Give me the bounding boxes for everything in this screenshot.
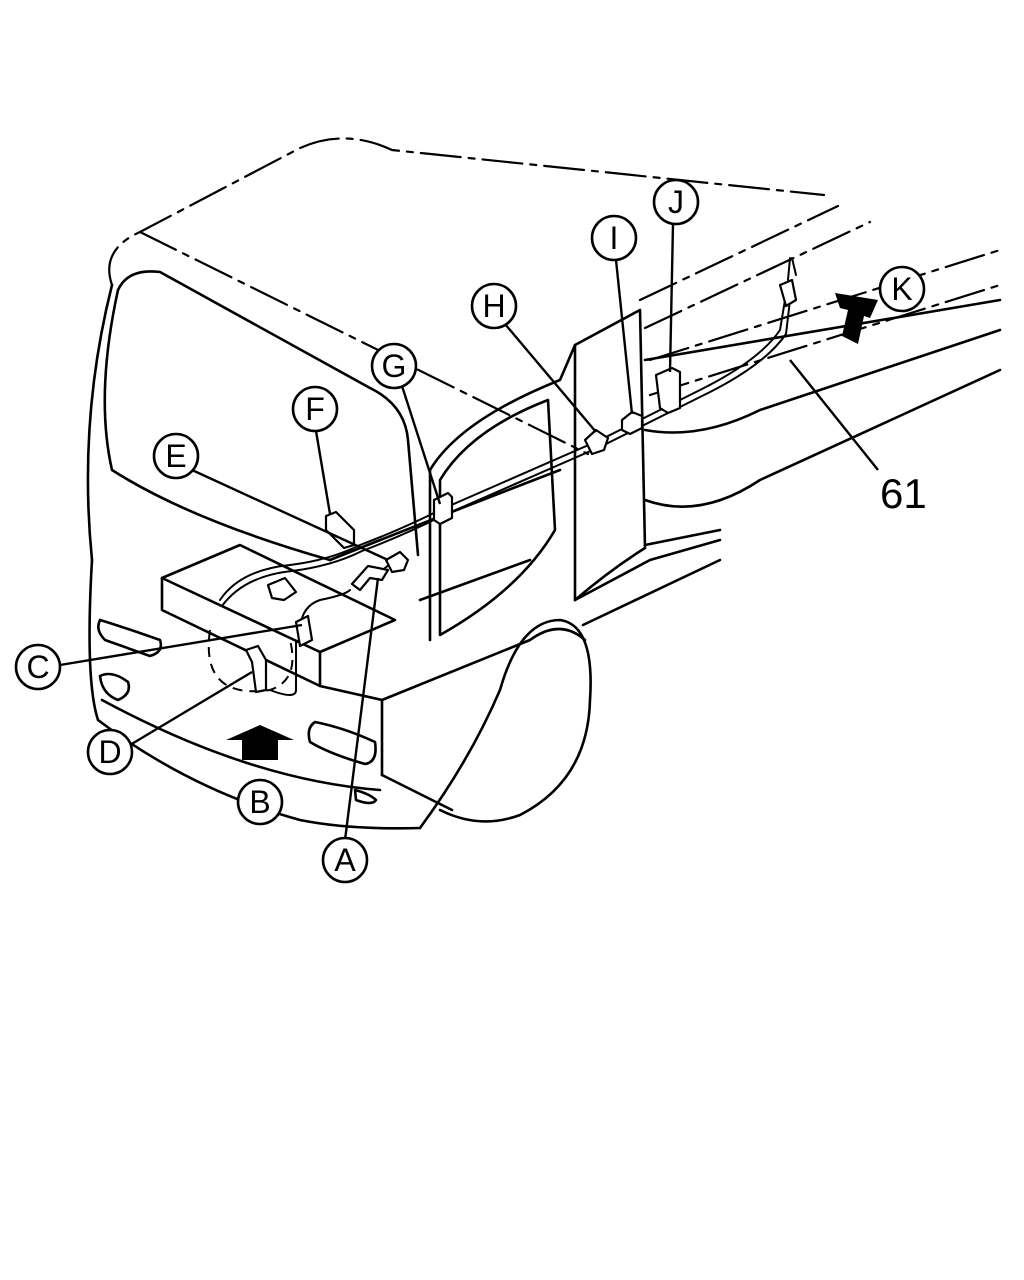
clip-e (266, 576, 298, 602)
clip-i (620, 410, 644, 436)
callout-label-i: I (610, 220, 619, 256)
callout-label-j: J (668, 184, 684, 220)
harness-routing (219, 299, 791, 696)
clip-h (583, 428, 610, 456)
callout-label-c: C (26, 649, 49, 685)
harness-clips (244, 257, 798, 694)
clip-d (244, 644, 268, 694)
callout-i: I (590, 214, 638, 262)
view-arrow-k (835, 293, 878, 344)
connector-a (350, 564, 390, 592)
leader-lines (59, 223, 879, 841)
cable-end-61 (778, 278, 798, 308)
callout-label-k: K (891, 271, 912, 307)
callout-h: H (470, 282, 518, 330)
callout-j: J (652, 178, 700, 226)
view-arrows (226, 293, 878, 760)
callout-label-f: F (305, 391, 325, 427)
chassis-frame (573, 204, 1002, 627)
callout-label-a: A (334, 842, 356, 878)
callout-a: A (321, 836, 369, 884)
cab-outline (86, 137, 826, 830)
clip-j (654, 366, 682, 415)
callout-b: B (236, 778, 284, 826)
part-number-label: 61 (880, 470, 927, 517)
callout-c: C (14, 643, 62, 691)
callout-label-b: B (249, 784, 270, 820)
callout-d: D (86, 728, 134, 776)
clip-c (294, 614, 314, 648)
callout-g: G (370, 342, 418, 390)
callout-label-g: G (382, 348, 407, 384)
callout-label-e: E (165, 438, 186, 474)
callout-k: K (878, 265, 926, 313)
callout-label-h: H (482, 288, 505, 324)
grommet-near-g (384, 550, 410, 574)
callout-label-d: D (98, 734, 121, 770)
callout-e: E (152, 432, 200, 480)
callout-f: F (291, 385, 339, 433)
view-arrow-b (226, 725, 294, 760)
